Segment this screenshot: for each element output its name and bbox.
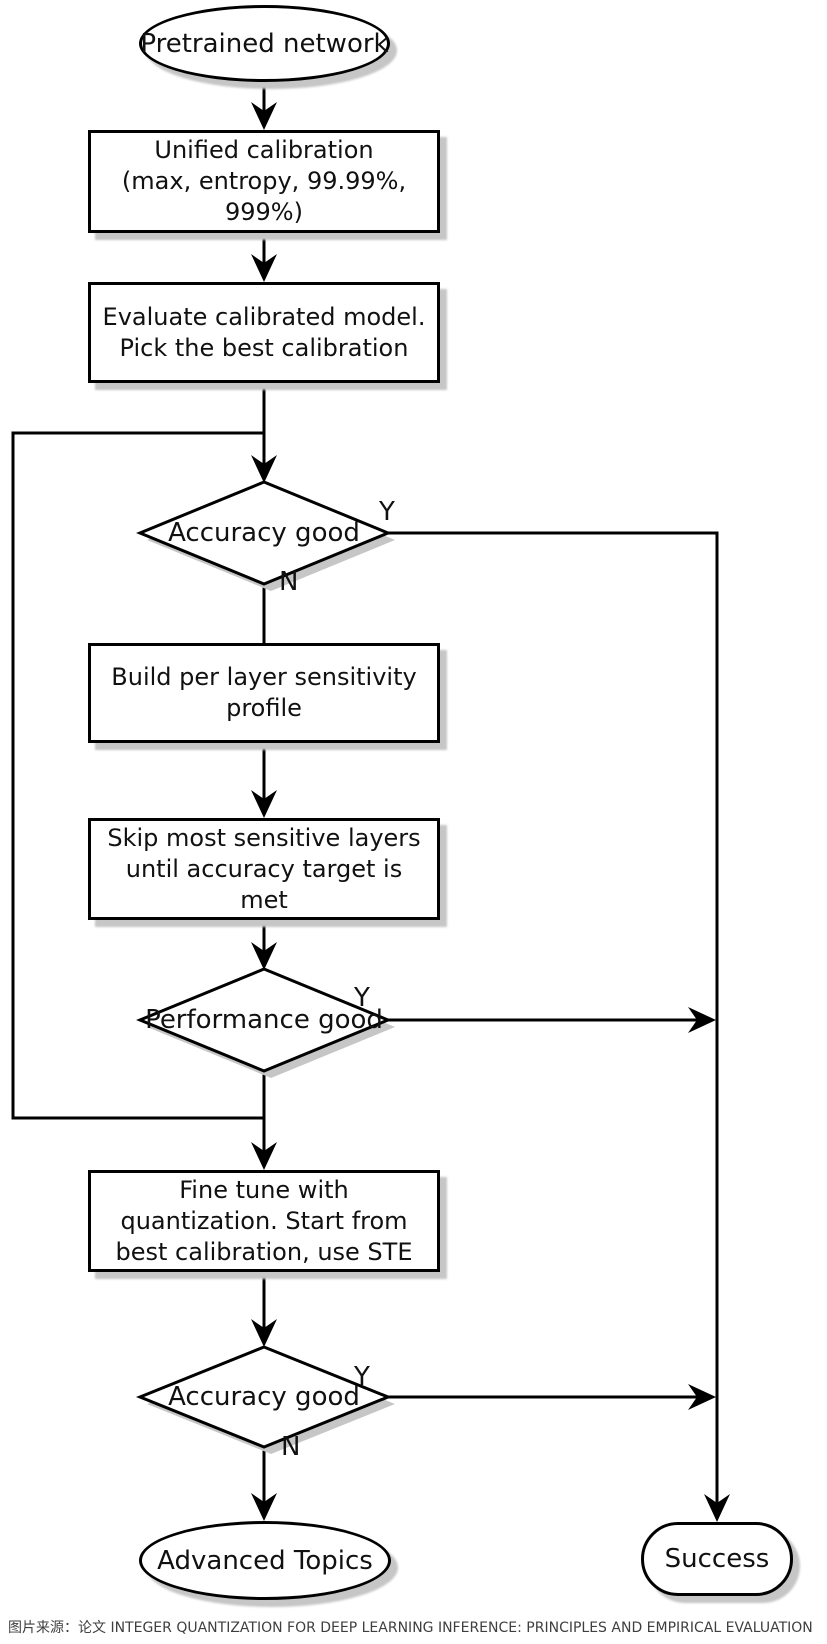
accuracy2-diamond (135, 1345, 393, 1449)
node-evaluate-model-line2: Pick the best calibration (119, 333, 409, 362)
arrowhead-into-advanced (251, 1493, 277, 1521)
node-pretrained-network: Pretrained network (139, 5, 390, 82)
performance-diamond (136, 967, 392, 1073)
arrowhead-accuracy2-into-rail (688, 1384, 716, 1410)
node-success: Success (641, 1522, 793, 1596)
node-build-sensitivity-profile: Build per layer sensitivity profile (88, 643, 440, 743)
node-unified-calibration-line2: (max, entropy, 99.99%, (121, 167, 407, 195)
branch-performance-yes: Y (354, 983, 370, 1013)
node-fine-tune-line3: best calibration, use STE (115, 1237, 413, 1266)
node-performance-good-label: Performance good (145, 1005, 383, 1035)
node-evaluate-model-line1: Evaluate calibrated model. (102, 302, 426, 331)
arrowhead-into-performance (251, 942, 277, 970)
arrowhead-into-evaluate (251, 254, 277, 282)
node-fine-tune-line2: quantization. Start from (120, 1206, 408, 1235)
node-fine-tune-line1: Fine tune with (179, 1175, 349, 1204)
node-pretrained-network-label: Pretrained network (140, 28, 389, 59)
branch-accuracy2-yes: Y (354, 1362, 370, 1392)
branch-accuracy1-no: N (279, 567, 299, 597)
node-build-sensitivity-line2: profile (226, 694, 302, 722)
node-build-sensitivity-line1: Build per layer sensitivity (111, 663, 417, 691)
node-unified-calibration-line3: 999%) (225, 198, 303, 226)
node-accuracy-good-1-label: Accuracy good (168, 518, 360, 548)
node-skip-sensitive-layers: Skip most sensitive layers until accurac… (88, 818, 440, 920)
node-fine-tune: Fine tune with quantization. Start from … (88, 1170, 440, 1272)
accuracy1-diamond (136, 480, 392, 586)
arrowhead-into-accuracy1 (251, 455, 277, 483)
node-unified-calibration-line1: Unified calibration (154, 136, 374, 164)
node-advanced-topics-label: Advanced Topics (157, 1545, 373, 1576)
node-accuracy-good-2-label: Accuracy good (168, 1382, 360, 1412)
arrowhead-into-finetune (251, 1142, 277, 1170)
edge-left-bypass (11, 431, 264, 1120)
node-skip-sensitive-line1: Skip most sensitive layers (107, 823, 421, 852)
image-source-caption: 图片来源：论文 INTEGER QUANTIZATION FOR DEEP LE… (8, 1620, 813, 1636)
arrowhead-into-skip (251, 790, 277, 818)
arrowhead-performance-into-rail (688, 1007, 716, 1033)
node-success-label: Success (664, 1544, 770, 1574)
node-evaluate-model: Evaluate calibrated model. Pick the best… (88, 282, 440, 383)
arrowhead-into-accuracy2 (251, 1319, 277, 1347)
branch-accuracy1-yes: Y (379, 497, 395, 527)
node-skip-sensitive-line2: until accuracy target is (125, 854, 403, 883)
node-skip-sensitive-line3: met (240, 885, 288, 914)
edge-accuracy1-success-rail (387, 531, 719, 1505)
arrowhead-into-success (704, 1494, 730, 1522)
arrowhead-into-unified (251, 102, 277, 130)
node-advanced-topics: Advanced Topics (139, 1521, 391, 1600)
node-unified-calibration: Unified calibration (max, entropy, 99.99… (88, 130, 440, 233)
branch-accuracy2-no: N (281, 1432, 301, 1462)
